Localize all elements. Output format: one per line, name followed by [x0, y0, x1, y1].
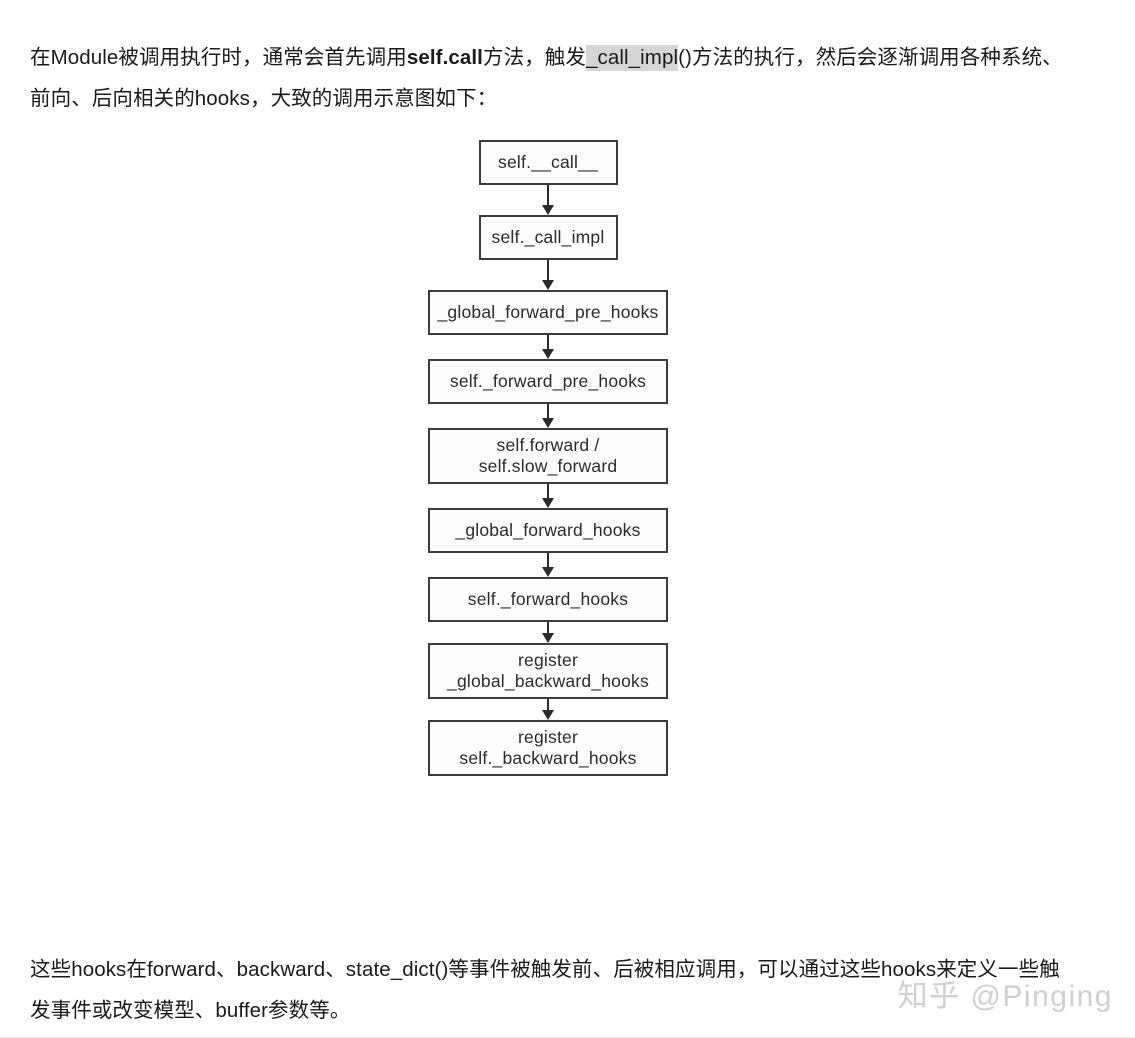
flow-node-register-self-backward-hooks: register self._backward_hooks [428, 720, 668, 776]
intro-text-segment-4: ()方法的执行，然后会逐渐调用各种系统、前向、后向相关的hooks，大致的调用示… [30, 45, 1063, 110]
arrow-shaft [547, 335, 549, 350]
flow-node-label-line1: register [518, 650, 578, 670]
flow-arrow-global-forward-to-self-forward-hooks [536, 553, 560, 577]
arrow-head-icon [542, 498, 554, 508]
arrow-head-icon [542, 567, 554, 577]
arrow-head-icon [542, 349, 554, 359]
intro-text-segment-0: 在Module被调用执行时，通常会首先调用 [30, 45, 407, 69]
arrow-shaft [547, 622, 549, 634]
watermark: 知乎 @Pinging [897, 980, 1113, 1013]
flow-node-label-line1: register [518, 727, 578, 747]
outro-paragraph: 这些hooks在forward、backward、state_dict()等事件… [30, 957, 1060, 1022]
arrow-shaft [547, 484, 549, 499]
arrow-shaft [547, 404, 549, 419]
arrow-head-icon [542, 280, 554, 290]
flow-node-label: _global_forward_pre_hooks [437, 302, 659, 322]
flow-node-label: self._forward_pre_hooks [449, 371, 647, 391]
flow-node-label-line2: _global_backward_hooks [447, 671, 649, 691]
flow-node-global-forward-pre-hooks: _global_forward_pre_hooks [428, 290, 668, 335]
arrow-shaft [547, 260, 549, 281]
flow-node-global-forward-hooks: _global_forward_hooks [428, 508, 668, 553]
arrow-head-icon [542, 205, 554, 215]
flow-node-self-call: self.__call__ [478, 140, 618, 185]
arrow-head-icon [542, 418, 554, 428]
flow-node-self-forward-pre-hooks: self._forward_pre_hooks [428, 359, 668, 404]
intro-text-segment-2: 方法，触发 [482, 45, 586, 69]
flow-node-self-call-impl: self._call_impl [478, 215, 618, 260]
flow-node-label-line1: self.forward / [496, 435, 600, 455]
flow-node-label-line2: self._backward_hooks [459, 748, 637, 768]
flow-node-label: _global_forward_hooks [455, 520, 641, 540]
flow-arrow-register-global-backward-to-register-self-backward [536, 699, 560, 720]
flow-arrow-self-forward-pre-to-forward [536, 404, 560, 428]
intro-text-highlight-call-impl: _call_impl [585, 44, 679, 71]
flow-arrow-global-forward-pre-to-self-forward-pre [536, 335, 560, 359]
intro-paragraph: 在Module被调用执行时，通常会首先调用self.call方法，触发_call… [30, 37, 1070, 119]
flow-node-label: self._call_impl [491, 227, 605, 247]
flow-arrow-self-forward-to-register-global-backward [536, 622, 560, 643]
flow-arrow-call-to-call-impl [536, 185, 560, 215]
flow-node-register-global-backward-hooks: register _global_backward_hooks [428, 643, 668, 699]
flow-node-self-forward: self.forward / self.slow_forward [428, 428, 668, 484]
flow-arrow-call-impl-to-global-forward-pre [536, 260, 560, 290]
flow-node-label: self._forward_hooks [467, 589, 629, 609]
arrow-head-icon [542, 710, 554, 720]
flowchart-node-stack: self.__call__ self._call_impl _global_fo… [428, 140, 668, 776]
flow-node-self-forward-hooks: self._forward_hooks [428, 577, 668, 622]
intro-text-bold-self-call: self.call [406, 45, 483, 69]
flow-node-label: self.__call__ [498, 152, 598, 172]
arrow-shaft [547, 553, 549, 568]
arrow-shaft [547, 699, 549, 711]
flowchart: self.__call__ self._call_impl _global_fo… [0, 140, 1135, 850]
flow-arrow-forward-to-global-forward-hooks [536, 484, 560, 508]
arrow-head-icon [542, 633, 554, 643]
flow-node-label-line2: self.slow_forward [478, 456, 618, 476]
arrow-shaft [547, 185, 549, 206]
